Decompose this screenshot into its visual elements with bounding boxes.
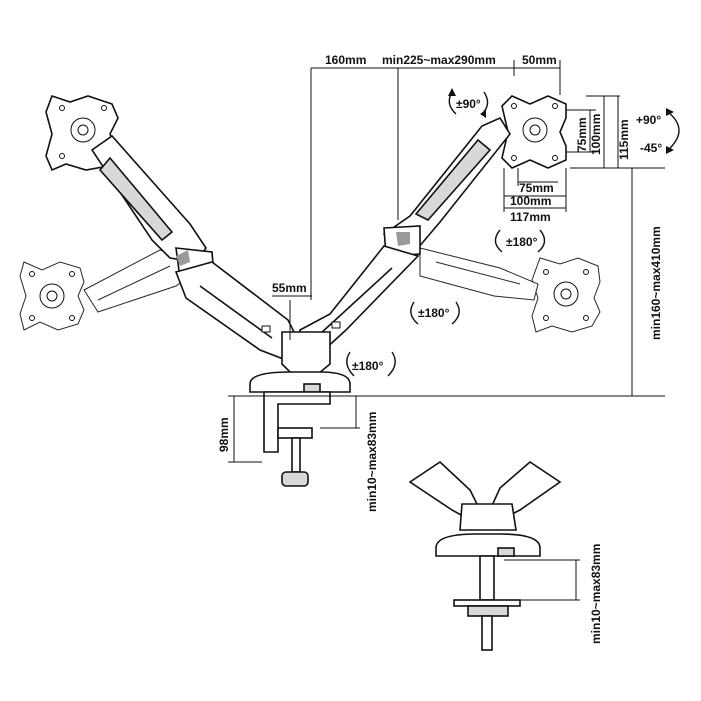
clamp-depth-label: 98mm xyxy=(217,417,231,452)
tilt-down-label: -45° xyxy=(640,141,662,155)
tilt-up-label: +90° xyxy=(636,113,661,127)
plate-115-height-label: 115mm xyxy=(617,119,631,160)
screen-rotate-arrow-icon xyxy=(448,88,489,118)
swivel-arm-label: ±180° xyxy=(418,306,450,320)
height-range-label: min160~max410mm xyxy=(649,226,663,340)
tilt-arrow-icon xyxy=(666,108,680,154)
swivel-head-arrow-icon xyxy=(494,229,546,253)
grommet-dimension-lines xyxy=(504,559,580,601)
vesa-100-height-label: 100mm xyxy=(589,114,603,155)
desk-base xyxy=(249,371,351,393)
grommet-mount-detail xyxy=(408,460,562,651)
vesa-plate-ghost-left xyxy=(19,261,85,331)
swivel-base-arrow-icon xyxy=(346,351,396,377)
plate-offset-label: 50mm xyxy=(522,53,557,67)
pole-gap-label: 55mm xyxy=(272,281,307,295)
upper-arm-right xyxy=(382,116,511,257)
swivel-base-label: ±180° xyxy=(352,359,384,373)
pole-head xyxy=(281,300,331,375)
vesa-plate-top-right xyxy=(501,95,567,169)
vesa-100-width-label: 100mm xyxy=(510,194,551,208)
swivel-head-label: ±180° xyxy=(506,235,538,249)
vesa-75-height-label: 75mm xyxy=(575,117,589,152)
vesa-75-width-label: 75mm xyxy=(519,181,554,195)
screen-rotate-label: ±90° xyxy=(456,97,481,111)
clamp-dimension-lines xyxy=(228,395,360,463)
swivel-arm-arrow-icon xyxy=(410,301,460,325)
plate-117-width-label: 117mm xyxy=(510,210,551,224)
grommet-range-label: min10~max83mm xyxy=(589,544,603,644)
arm-offset-label: 160mm xyxy=(325,53,366,67)
arm-length-label: min225~max290mm xyxy=(382,53,496,67)
vesa-plate-ghost-right xyxy=(531,257,601,333)
desk-clamp xyxy=(263,391,331,487)
clamp-range-label: min10~max83mm xyxy=(365,412,379,512)
vesa-dimension-lines xyxy=(503,95,620,212)
top-dimension-lines xyxy=(310,60,561,300)
arm-ghost-right xyxy=(419,247,539,301)
